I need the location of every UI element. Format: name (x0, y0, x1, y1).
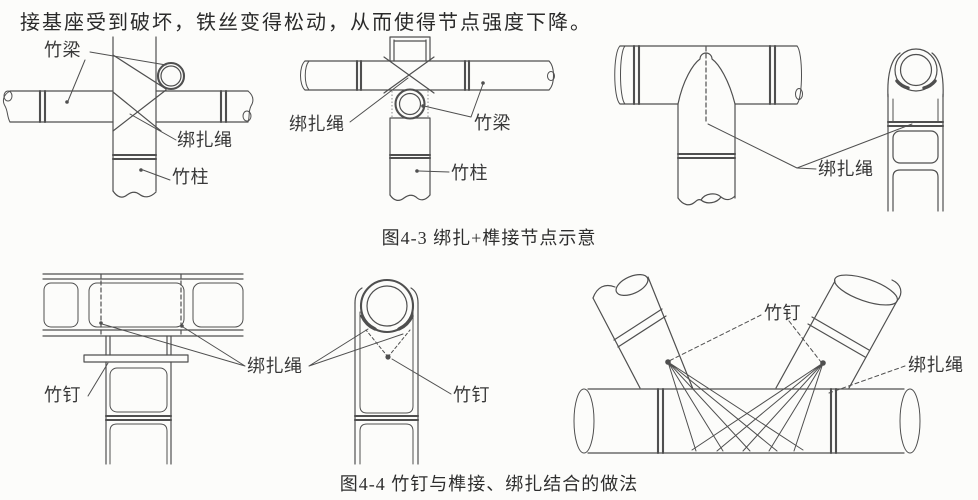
label-bamboo-column: 竹柱 (451, 163, 488, 183)
label-bamboo-beam: 竹梁 (474, 113, 511, 133)
fig43-tenon-view-drawing (614, 44, 945, 212)
label-lashing-rope: 绑扎绳 (908, 355, 964, 375)
fig44-section-view-drawing (42, 273, 404, 465)
fig44-diagonal-view-drawing (573, 274, 921, 455)
label-bamboo-pin: 竹钉 (453, 385, 490, 405)
body-text: 接基座受到破坏，铁丝变得松动，从而使得节点强度下降。 (20, 12, 592, 34)
label-bamboo-beam: 竹梁 (44, 40, 81, 60)
fig43-top-view-drawing (300, 36, 555, 201)
label-bamboo-pin: 竹钉 (764, 303, 801, 323)
figure-4-4-caption: 图4-4 竹钉与榫接、绑扎结合的做法 (339, 474, 639, 494)
label-lashing-rope: 绑扎绳 (177, 130, 233, 150)
fig43-front-view-drawing (2, 36, 254, 198)
label-bamboo-column: 竹柱 (172, 167, 209, 187)
figure-4-3-caption: 图4-3 绑扎+榫接节点示意 (381, 228, 597, 248)
label-lashing-rope: 绑扎绳 (818, 159, 874, 179)
label-lashing-rope: 绑扎绳 (247, 356, 303, 376)
fig44-side-view-drawing (353, 278, 452, 465)
label-bamboo-pin: 竹钉 (44, 385, 81, 405)
label-lashing-rope: 绑扎绳 (289, 114, 345, 134)
